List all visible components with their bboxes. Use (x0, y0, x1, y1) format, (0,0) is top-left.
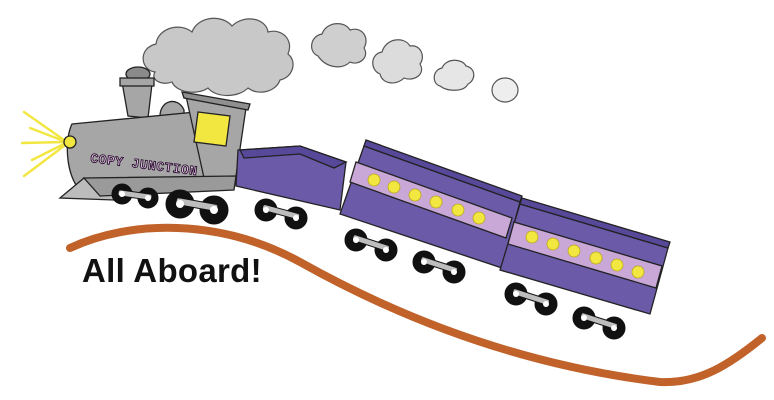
coal-tender-icon (235, 145, 348, 211)
steam-locomotive-icon: COPY JUNCTION (58, 66, 251, 201)
smoke-cloud-icon (142, 17, 519, 103)
window-lights (367, 173, 645, 279)
headlight-beam-icon (20, 110, 66, 178)
passenger-car-icon (499, 197, 671, 315)
rail-track-icon (66, 223, 766, 387)
caption-text: All Aboard! (82, 252, 262, 289)
wheel-set-icon (111, 183, 626, 340)
